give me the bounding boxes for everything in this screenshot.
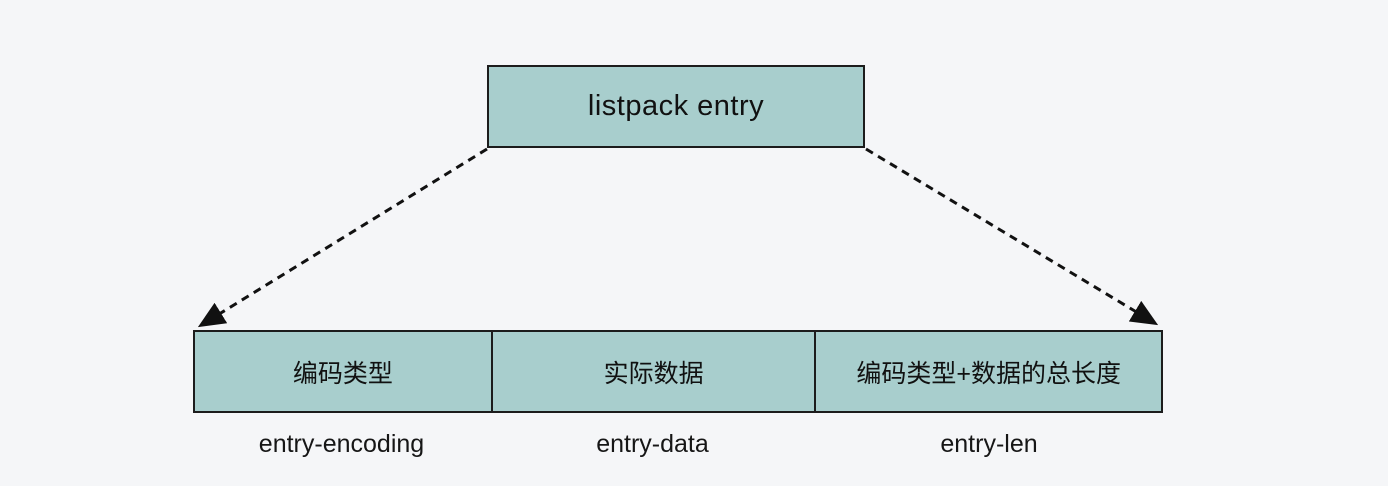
entry-len-label: entry-len — [940, 430, 1038, 458]
entry-structure-row: 编码类型 实际数据 编码类型+数据的总长度 — [193, 330, 1163, 413]
right-dashed-arrow — [865, 147, 1159, 326]
entry-encoding-cell-text: 编码类型 — [292, 359, 393, 388]
listpack-entry-label: listpack entry — [587, 90, 765, 122]
entry-encoding-cell: 编码类型 — [195, 332, 491, 411]
entry-data-label: entry-data — [596, 430, 709, 458]
entry-len-cell-text: 编码类型+数据的总长度 — [856, 359, 1121, 388]
entry-data-cell-text: 实际数据 — [603, 359, 704, 388]
entry-encoding-label: entry-encoding — [258, 430, 425, 458]
entry-len-cell: 编码类型+数据的总长度 — [814, 332, 1161, 411]
listpack-entry-box: listpack entry — [487, 65, 865, 148]
entry-data-cell: 实际数据 — [490, 332, 815, 411]
left-dashed-arrow — [197, 147, 488, 328]
